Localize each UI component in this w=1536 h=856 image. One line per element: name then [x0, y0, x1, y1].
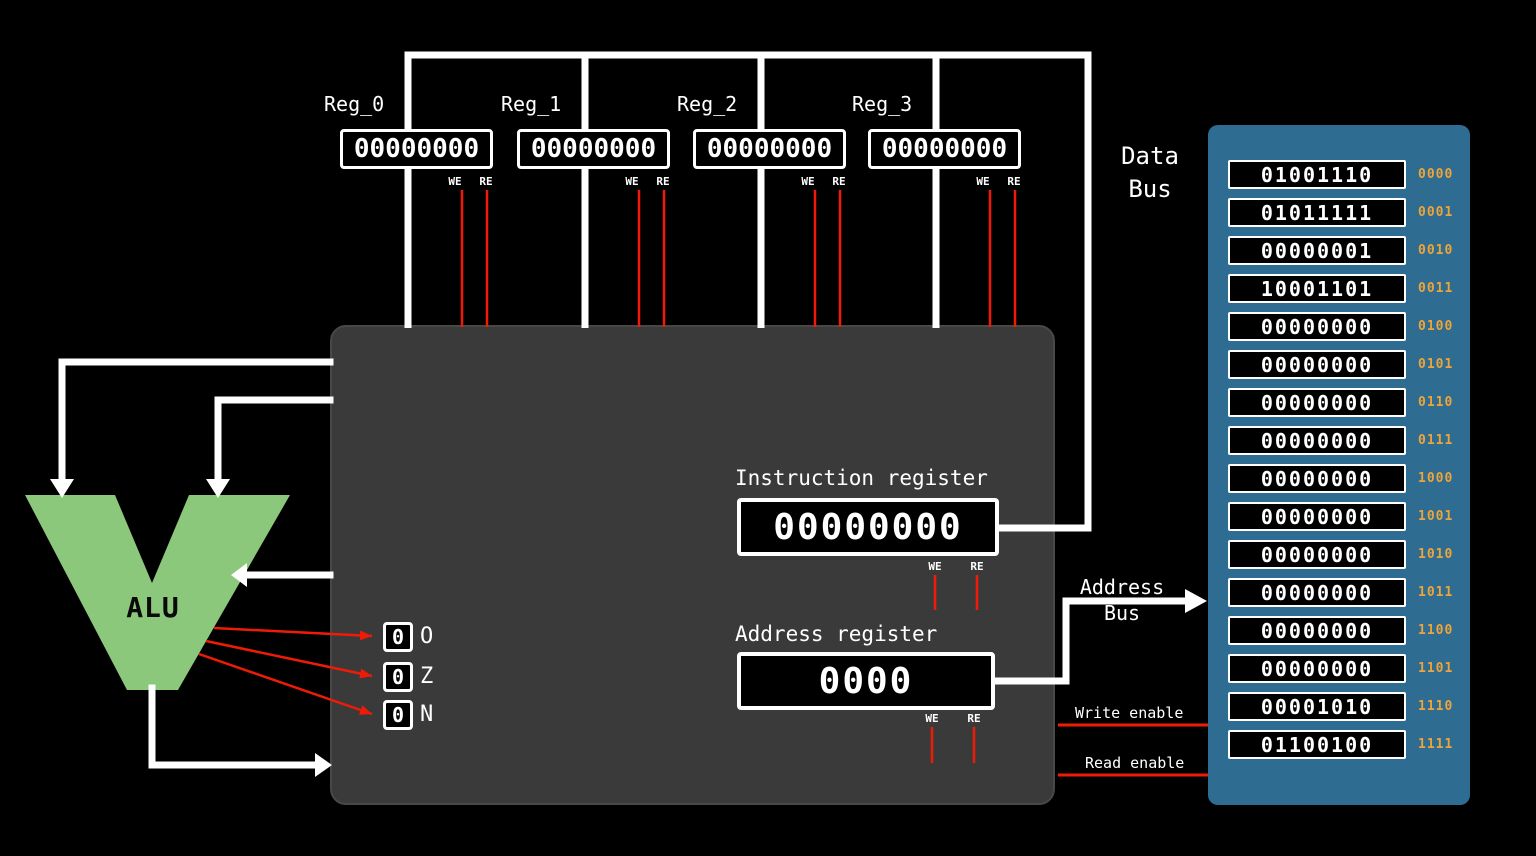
- memory-address-label: 0010: [1418, 243, 1454, 258]
- ir-write-enable-label: WE: [928, 560, 942, 573]
- memory-address-label: 1110: [1418, 699, 1454, 714]
- ir-read-enable-label: RE: [970, 560, 984, 573]
- memory-cell[interactable]: 01100100: [1228, 730, 1406, 759]
- alu-input-b-arrowhead: [206, 479, 230, 498]
- register-read-enable-label: RE: [832, 175, 846, 188]
- register-write-enable-label: WE: [976, 175, 990, 188]
- ar-read-enable-label: RE: [967, 712, 981, 725]
- memory-address-label: 0111: [1418, 433, 1454, 448]
- memory-address-label: 0001: [1418, 205, 1454, 220]
- memory-address-label: 1111: [1418, 737, 1454, 752]
- register-name: Reg_3: [852, 92, 913, 116]
- memory-address-label: 0101: [1418, 357, 1454, 372]
- memory-cell[interactable]: 00000001: [1228, 236, 1406, 265]
- memory-cell[interactable]: 00000000: [1228, 616, 1406, 645]
- flag-value-box[interactable]: 0: [383, 622, 413, 652]
- alu-input-a-arrowhead: [50, 479, 74, 498]
- alu-label: ALU: [126, 591, 180, 624]
- memory-cell[interactable]: 01001110: [1228, 160, 1406, 189]
- alu-side-input-arrowhead: [231, 563, 247, 587]
- address-bus-arrowhead: [1185, 589, 1207, 613]
- memory-address-label: 1011: [1418, 585, 1454, 600]
- address-bus-label-line1: Address: [1079, 575, 1165, 599]
- memory-address-label: 1101: [1418, 661, 1454, 676]
- read-enable-line-label: Read enable: [1085, 754, 1185, 772]
- write-enable-line-label: Write enable: [1075, 704, 1184, 722]
- memory-address-label: 0000: [1418, 167, 1454, 182]
- register-write-enable-label: WE: [448, 175, 462, 188]
- memory-address-label: 1010: [1418, 547, 1454, 562]
- register-value-box[interactable]: 00000000: [517, 129, 670, 169]
- data-bus-label: Data Bus: [1100, 140, 1200, 206]
- memory-address-label: 1100: [1418, 623, 1454, 638]
- register-read-enable-label: RE: [479, 175, 493, 188]
- memory-cell[interactable]: 00000000: [1228, 426, 1406, 455]
- ar-write-enable-label: WE: [925, 712, 939, 725]
- flag-value-box[interactable]: 0: [383, 662, 413, 692]
- memory-address-label: 0100: [1418, 319, 1454, 334]
- register-value-box[interactable]: 00000000: [340, 129, 493, 169]
- memory-cell[interactable]: 01011111: [1228, 198, 1406, 227]
- memory-address-label: 0011: [1418, 281, 1454, 296]
- memory-address-label: 1000: [1418, 471, 1454, 486]
- register-write-enable-label: WE: [801, 175, 815, 188]
- memory-cell[interactable]: 00000000: [1228, 578, 1406, 607]
- alu-output-line: [148, 684, 319, 769]
- memory-cell[interactable]: 00000000: [1228, 502, 1406, 531]
- register-name: Reg_2: [677, 92, 738, 116]
- register-read-enable-label: RE: [656, 175, 670, 188]
- register-value-box[interactable]: 00000000: [693, 129, 846, 169]
- memory-address-label: 0110: [1418, 395, 1454, 410]
- memory-cell[interactable]: 00000000: [1228, 388, 1406, 417]
- flag-value-box[interactable]: 0: [383, 700, 413, 730]
- register-control-lines: [460, 190, 1017, 327]
- instruction-register-label: Instruction register: [735, 466, 988, 490]
- data-bus-label-line1: Data: [1121, 142, 1179, 170]
- flag-label: Z: [420, 664, 434, 689]
- memory-cell[interactable]: 00000000: [1228, 350, 1406, 379]
- register-name: Reg_0: [324, 92, 385, 116]
- memory-cell[interactable]: 00001010: [1228, 692, 1406, 721]
- address-bus-label-line2: Bus: [1103, 601, 1141, 625]
- register-write-enable-label: WE: [625, 175, 639, 188]
- memory-cell[interactable]: 10001101: [1228, 274, 1406, 303]
- memory-cell[interactable]: 00000000: [1228, 654, 1406, 683]
- flag-label: N: [420, 702, 434, 727]
- address-bus-label: Address Bus: [1060, 574, 1184, 626]
- address-register-value[interactable]: 0000: [737, 652, 995, 710]
- address-register-label: Address register: [735, 622, 938, 646]
- register-name: Reg_1: [501, 92, 562, 116]
- memory-address-label: 1001: [1418, 509, 1454, 524]
- data-bus-label-line2: Bus: [1128, 175, 1172, 203]
- alu-input-b-line: [214, 396, 334, 485]
- instruction-register-value[interactable]: 00000000: [737, 498, 999, 556]
- register-value-box[interactable]: 00000000: [868, 129, 1021, 169]
- alu-input-a-line: [58, 358, 334, 485]
- memory-cell[interactable]: 00000000: [1228, 540, 1406, 569]
- register-read-enable-label: RE: [1007, 175, 1021, 188]
- flag-label: O: [420, 624, 434, 649]
- memory-cell[interactable]: 00000000: [1228, 464, 1406, 493]
- memory-cell[interactable]: 00000000: [1228, 312, 1406, 341]
